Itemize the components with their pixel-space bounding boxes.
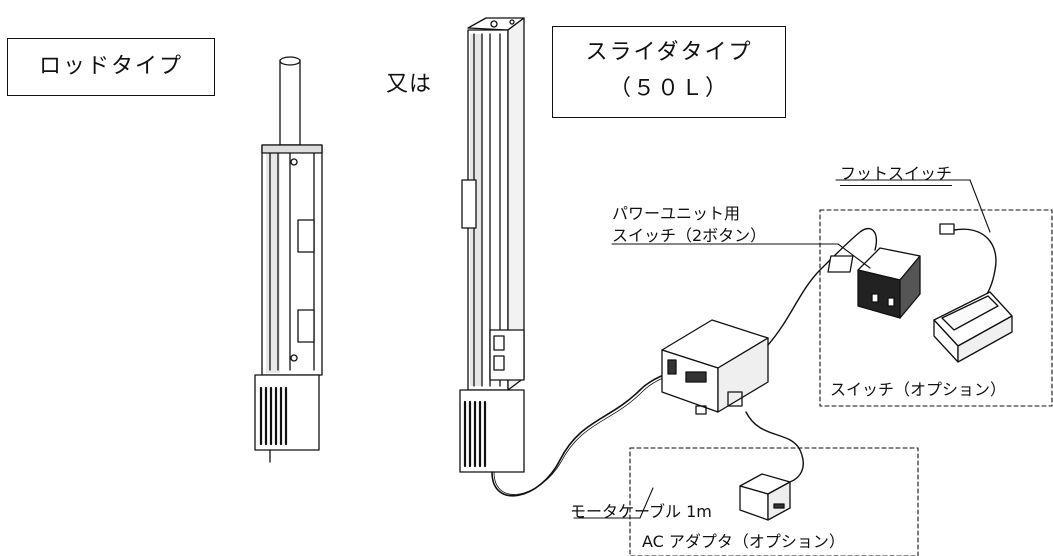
ac-adapter-option-box xyxy=(629,447,919,556)
motor-cable-label: モータケーブル 1m xyxy=(570,502,712,521)
ac-adapter-option-label: AC アダプタ（オプション） xyxy=(642,532,845,551)
slider-type-label: スライダタイプ xyxy=(585,40,753,65)
rod-type-label-box: ロッドタイプ xyxy=(7,38,215,96)
rod-actuator-drawing xyxy=(254,56,323,463)
two-button-switch-drawing xyxy=(827,247,921,319)
switch-option-label: スイッチ（オプション） xyxy=(830,380,1007,399)
slider-model-label: （５０Ｌ） xyxy=(608,76,729,101)
power-unit-drawing xyxy=(661,319,769,415)
or-label: 又は xyxy=(386,72,433,97)
slider-actuator-drawing xyxy=(459,17,525,473)
foot-switch-label: フットスイッチ xyxy=(840,160,953,186)
slider-type-label-box: スライダタイプ （５０Ｌ） xyxy=(552,26,786,118)
ac-adapter-drawing xyxy=(739,473,791,521)
power-unit-switch-label-line1: パワーユニット用 xyxy=(612,204,741,223)
foot-switch-drawing xyxy=(933,291,1013,363)
switch-option-box xyxy=(819,209,1053,407)
rod-type-label: ロッドタイプ xyxy=(38,54,183,79)
power-unit-switch-label-line2: スイッチ（2ボタン） xyxy=(612,226,767,245)
